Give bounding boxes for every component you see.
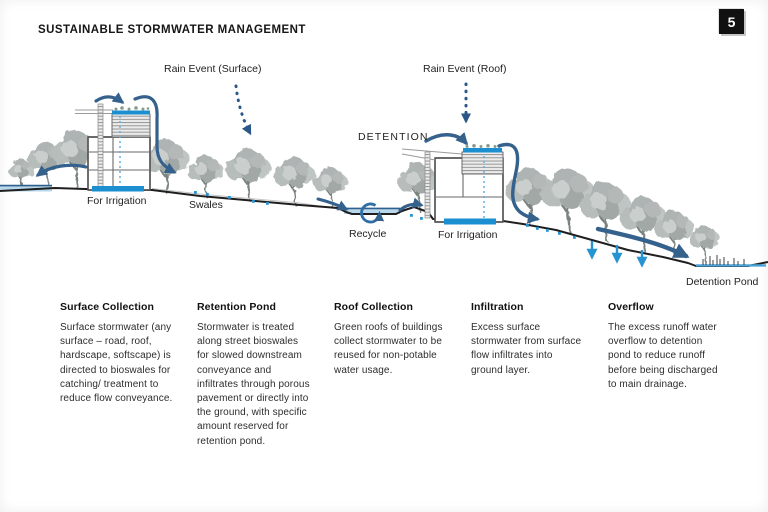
label-recycle: Recycle: [349, 228, 387, 240]
legend-heading: Infiltration: [471, 301, 524, 313]
legend-column-retention-pond: Retention Pond Stormwater is treated alo…: [197, 301, 310, 449]
arrow-left-roof-downspout: [133, 95, 177, 174]
legend-body: The excess runoff water overflow to dete…: [608, 322, 718, 390]
legend-heading: Roof Collection: [334, 301, 414, 313]
label-rain-event-surface: Rain Event (Surface): [164, 63, 262, 75]
page-title: SUSTAINABLE STORMWATER MANAGEMENT: [38, 24, 306, 36]
label-swales: Swales: [189, 199, 223, 211]
infiltration-marks: [194, 191, 576, 239]
green-roof-left: [111, 113, 151, 138]
label-for-irrigation-right: For Irrigation: [438, 229, 498, 241]
legend-column-surface-collection: Surface Collection Surface stormwater (a…: [60, 301, 173, 449]
label-detention-pond: Detention Pond: [686, 276, 759, 288]
figure-number-badge: 5: [719, 9, 744, 34]
recycle-pond: [344, 207, 400, 214]
irrigation-tank-right: [444, 218, 496, 225]
arrow-into-recycle-pond: [316, 197, 349, 211]
label-for-irrigation-left: For Irrigation: [87, 195, 147, 207]
building-left: [75, 103, 151, 192]
legend-column-infiltration: Infiltration Excess surface stormwater f…: [471, 301, 584, 449]
arrow-surface-to-left-pond: [35, 163, 88, 177]
legend-column-roof-collection: Roof Collection Green roofs of buildings…: [334, 301, 447, 449]
legend-column-overflow: Overflow The excess runoff water overflo…: [608, 301, 721, 449]
legend-heading: Overflow: [608, 301, 654, 313]
arrow-right-roof-downspout: [497, 142, 541, 224]
legend-body: Green roofs of buildings collect stormwa…: [334, 322, 443, 376]
roof-plants-left: [114, 106, 150, 111]
arrow-detention-to-roof: [424, 132, 469, 146]
arrow-out-of-recycle-pond: [398, 197, 424, 212]
recycle-icon: [360, 202, 385, 224]
legend-body: Excess surface stormwater from surface f…: [471, 322, 582, 376]
legend-heading: Surface Collection: [60, 301, 154, 313]
roof-water-left: [112, 110, 150, 115]
infiltration-arrows: [586, 241, 648, 268]
legend: Surface Collection Surface stormwater (a…: [60, 301, 721, 449]
legend-body: Surface stormwater (any surface – road, …: [60, 322, 173, 404]
arrow-onto-left-roof: [94, 92, 125, 104]
rain-arrow-surface: [234, 84, 252, 136]
legend-body: Stormwater is treated along street biosw…: [197, 322, 310, 447]
detention-pond: [696, 255, 766, 267]
roof-water-right: [463, 148, 502, 153]
label-detention: DETENTION: [358, 131, 429, 143]
building-right: [401, 144, 504, 225]
roof-plants-right: [465, 144, 502, 148]
legend-heading: Retention Pond: [197, 301, 276, 313]
green-roof-right: [461, 151, 504, 175]
irrigation-tank-left: [92, 186, 144, 192]
arrow-overflow-to-detention-pond: [595, 226, 690, 259]
flow-arrows: [35, 92, 690, 259]
label-rain-event-roof: Rain Event (Roof): [423, 63, 507, 75]
